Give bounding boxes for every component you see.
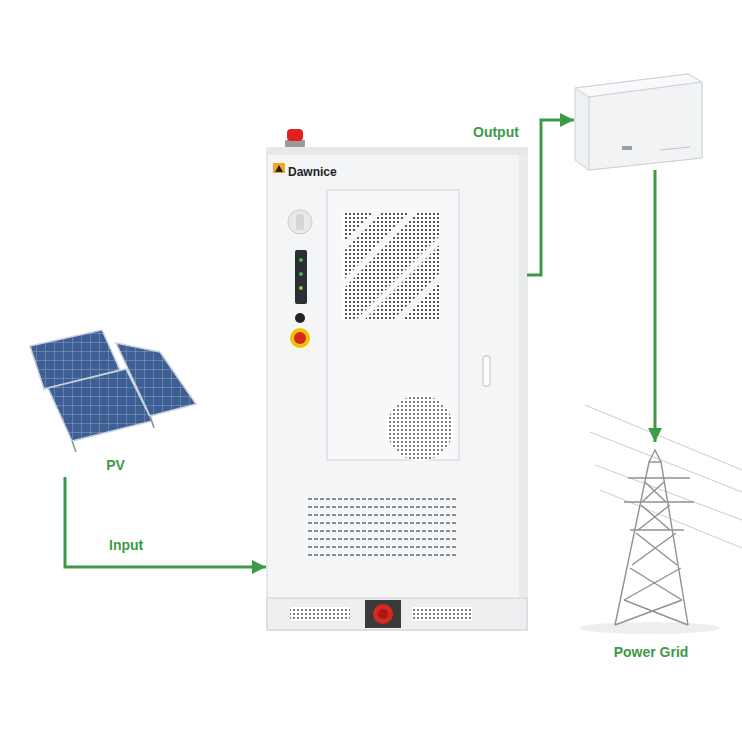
wall-box xyxy=(575,74,702,170)
solar-panels xyxy=(30,330,196,452)
connector-group xyxy=(527,113,655,442)
cabinet-node: Dawnice xyxy=(267,148,527,630)
connector-group xyxy=(65,477,266,567)
arrow-head xyxy=(560,113,574,127)
cabinet xyxy=(267,129,527,630)
node-label: Power Grid xyxy=(575,644,727,660)
pylon xyxy=(580,405,742,634)
edge-label: Input xyxy=(107,537,145,553)
edge-label: Output xyxy=(471,124,521,140)
power-grid-node: Power Grid xyxy=(575,442,727,664)
solar-panel-node: PV xyxy=(28,325,203,477)
flow-arrow xyxy=(65,477,266,567)
flow-arrow xyxy=(527,120,655,442)
node-label: PV xyxy=(28,457,203,473)
node-label: Dawnice xyxy=(288,165,337,179)
